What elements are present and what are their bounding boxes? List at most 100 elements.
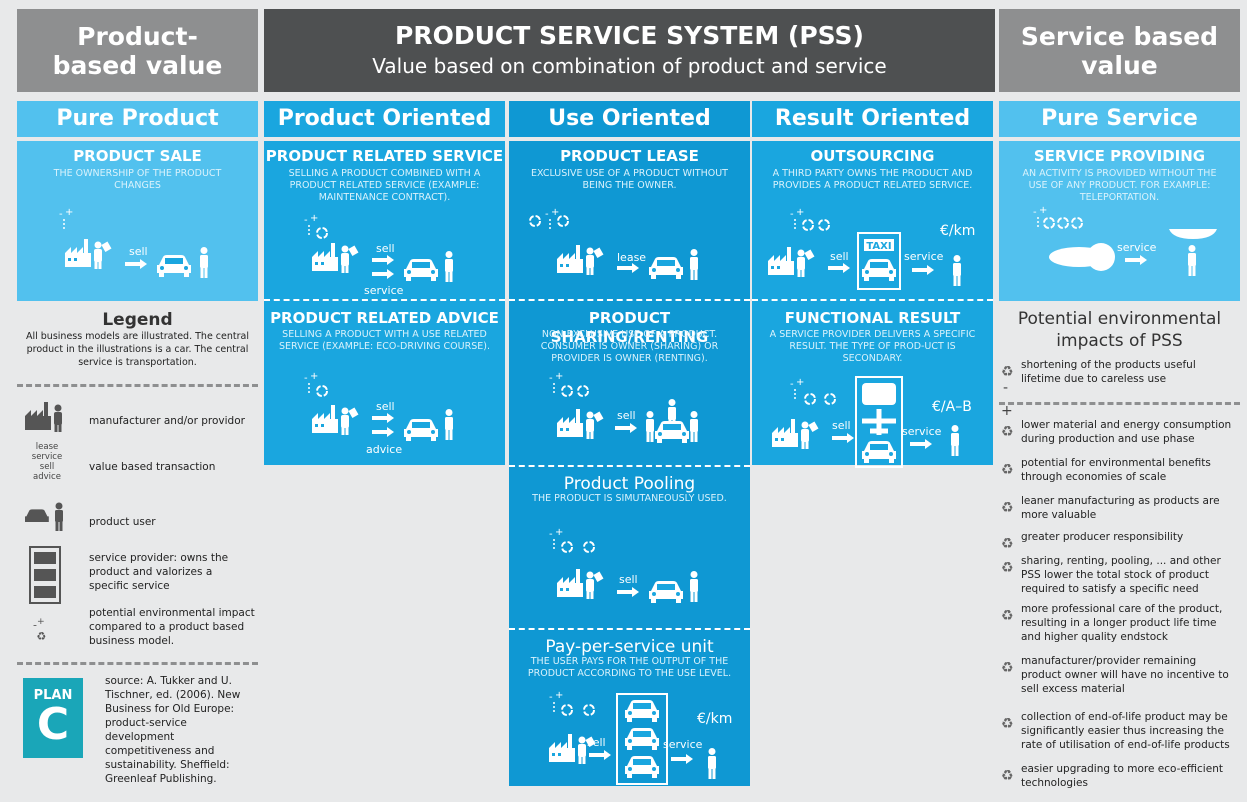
prs-desc: SELLING A PRODUCT COMBINED WITH A PRODUC…: [288, 168, 481, 203]
svg-text:service: service: [904, 250, 944, 263]
recycle-icon: ♻: [1001, 716, 1014, 732]
sharing-illustration: sell: [548, 370, 698, 443]
train-icon: [862, 383, 896, 405]
prs-title: PRODUCT RELATED SERVICE: [265, 147, 504, 165]
car-icon: [157, 255, 191, 277]
plus-sign: +: [1001, 403, 1013, 419]
svg-text:€/km: €/km: [697, 711, 732, 727]
logo-text: PLAN: [33, 688, 73, 703]
col-pure-service: Pure Service: [999, 101, 1240, 137]
plan-c-logo: PLAN C: [23, 678, 83, 758]
impact-text: sharing, renting, pooling, ... and other…: [1021, 555, 1221, 595]
legend-impact-icon: -+ ♻: [33, 616, 47, 643]
person-icon: [200, 247, 208, 278]
legend-service-provider-icon: [29, 546, 61, 604]
functional-title: FUNCTIONAL RESULT: [784, 309, 961, 327]
pra-desc: SELLING A PRODUCT WITH A USE RELATED SER…: [279, 329, 490, 352]
legend-manufacturer-label: manufacturer and/or providor: [89, 415, 245, 427]
svg-text:€/km: €/km: [940, 223, 975, 239]
product-sale-illustration: sell: [58, 206, 208, 278]
legend-transaction-label: value based transaction: [89, 461, 216, 473]
svg-text:sell: sell: [830, 250, 849, 263]
impact-text: collection of end-of-life product may be…: [1021, 711, 1230, 751]
recycle-icon: ♻: [1001, 768, 1014, 784]
legend-impact-label: potential environmental impact compared …: [89, 607, 255, 647]
svg-text:sell: sell: [832, 419, 851, 432]
arrow-icon: [125, 259, 147, 269]
svg-text:sell: sell: [376, 242, 395, 255]
env-impact-icon: [58, 206, 75, 232]
svg-text:service: service: [902, 425, 942, 438]
legend: Legend All business models are illustrat…: [17, 306, 258, 786]
legend-transaction-icon: lease service sell advice: [31, 442, 63, 482]
legend-source: source: A. Tukker and U. Tischner, ed. (…: [105, 675, 241, 785]
pooling-illustration: sell: [548, 526, 698, 603]
svg-text:sell: sell: [587, 736, 606, 749]
recycle-icon: ♻: [1001, 536, 1014, 552]
header-pss: PRODUCT SERVICE SYSTEM (PSS) Value based…: [264, 9, 995, 92]
manufacturer-icon: [65, 239, 112, 269]
legend-intro: All business models are illustrated. The…: [25, 331, 249, 368]
pay-desc: THE USER PAYS FOR THE OUTPUT OF THE PROD…: [527, 656, 732, 679]
lease-title: PRODUCT LEASE: [560, 147, 699, 165]
recycle-icon: ♻: [1001, 608, 1014, 624]
product-sale-desc: THE OWNERSHIP OF THE PRODUCT CHANGES: [53, 168, 222, 191]
svg-text:lease: lease: [617, 251, 646, 264]
col-use-oriented: Use Oriented: [509, 101, 750, 137]
impact-text: easier upgrading to more eco-efficient t…: [1021, 763, 1223, 789]
service-providing-title: SERVICE PROVIDING: [1033, 147, 1206, 165]
pra-title: PRODUCT RELATED ADVICE: [270, 309, 499, 327]
legend-user-label: product user: [89, 516, 156, 528]
product-sale-title: PRODUCT SALE: [73, 147, 202, 165]
svg-text:TAXI: TAXI: [866, 241, 891, 252]
functional-illustration: sell €/A–B service: [772, 376, 972, 468]
impact-negative-0: shortening of the products useful lifeti…: [1021, 359, 1196, 385]
sharing-desc: NON EXCLUSIVE USE OF A PRODUCT. CONSUMER…: [540, 329, 719, 364]
header-product-based-value: Product- based value: [17, 9, 258, 92]
teleporter-icon: [1169, 229, 1217, 239]
svg-text:sell: sell: [619, 573, 638, 586]
lease-illustration: lease: [529, 206, 698, 280]
legend-title: Legend: [102, 310, 173, 330]
recycle-icon: ♻: [1001, 500, 1014, 516]
recycle-icon: [316, 227, 328, 239]
pooling-desc: THE PRODUCT IS SIMUTANEOUSLY USED.: [532, 493, 727, 504]
legend-service-provider-label: service provider: owns the product and v…: [89, 552, 229, 592]
recycle-icon: ♻: [1001, 462, 1014, 478]
impact-text: leaner manufacturing as products are mor…: [1021, 495, 1220, 521]
panel-product-oriented: PRODUCT RELATED SERVICE SELLING A PRODUC…: [264, 141, 505, 465]
outsourcing-desc: A THIRD PARTY OWNS THE PRODUCT AND PROVI…: [772, 168, 973, 191]
service-provider-icon: [616, 693, 668, 785]
prs-illustration: sell service: [303, 212, 453, 297]
impacts: Potential environmental impacts of PSS ♻…: [999, 306, 1240, 789]
pra-illustration: sell advice: [303, 370, 453, 456]
svg-text:service: service: [364, 284, 404, 297]
legend-user-icon: [25, 502, 63, 531]
svg-text:sell: sell: [376, 400, 395, 413]
recycle-icon: ♻: [1001, 660, 1014, 676]
panel-product-sale: PRODUCT SALE THE OWNERSHIP OF THE PRODUC…: [17, 141, 258, 301]
impact-text: lower material and energy consumption du…: [1021, 419, 1232, 445]
logo-letter: C: [36, 699, 70, 750]
outsourcing-title: OUTSOURCING: [810, 147, 935, 165]
header-pss-title: PRODUCT SERVICE SYSTEM (PSS): [395, 21, 864, 50]
lease-desc: EXCLUSIVE USE OF A PRODUCT WITHOUT BEING…: [531, 168, 728, 191]
plane-icon: [862, 409, 896, 435]
recycle-icon: ♻: [1001, 424, 1014, 440]
header-pss-subtitle: Value based on combination of product an…: [372, 54, 887, 78]
legend-manufacturer-icon: [25, 402, 62, 432]
svg-text:€/A–B: €/A–B: [932, 399, 972, 415]
svg-text:service: service: [1117, 241, 1157, 254]
service-providing-desc: AN ACTIVITY IS PROVIDED WITHOUT THE USE …: [1022, 168, 1217, 203]
impact-text: manufacturer/provider remaining product …: [1021, 655, 1229, 695]
negative-recycle-icon: ♻: [1001, 364, 1014, 380]
svg-text:advice: advice: [366, 443, 402, 456]
panel-use-oriented: PRODUCT LEASE EXCLUSIVE USE OF A PRODUCT…: [509, 141, 750, 786]
pay-illustration: sell €/km service: [548, 689, 732, 785]
recycle-icon: ♻: [1001, 560, 1014, 576]
impact-text: greater producer responsibility: [1021, 531, 1184, 543]
impact-text: potential for environmental benefits thr…: [1021, 457, 1211, 483]
panel-service-providing: SERVICE PROVIDING AN ACTIVITY IS PROVIDE…: [999, 141, 1240, 301]
impacts-title: Potential environmental impacts of PSS: [1017, 309, 1222, 351]
sharing-title: PRODUCT SHARING/RENTING: [550, 309, 709, 346]
